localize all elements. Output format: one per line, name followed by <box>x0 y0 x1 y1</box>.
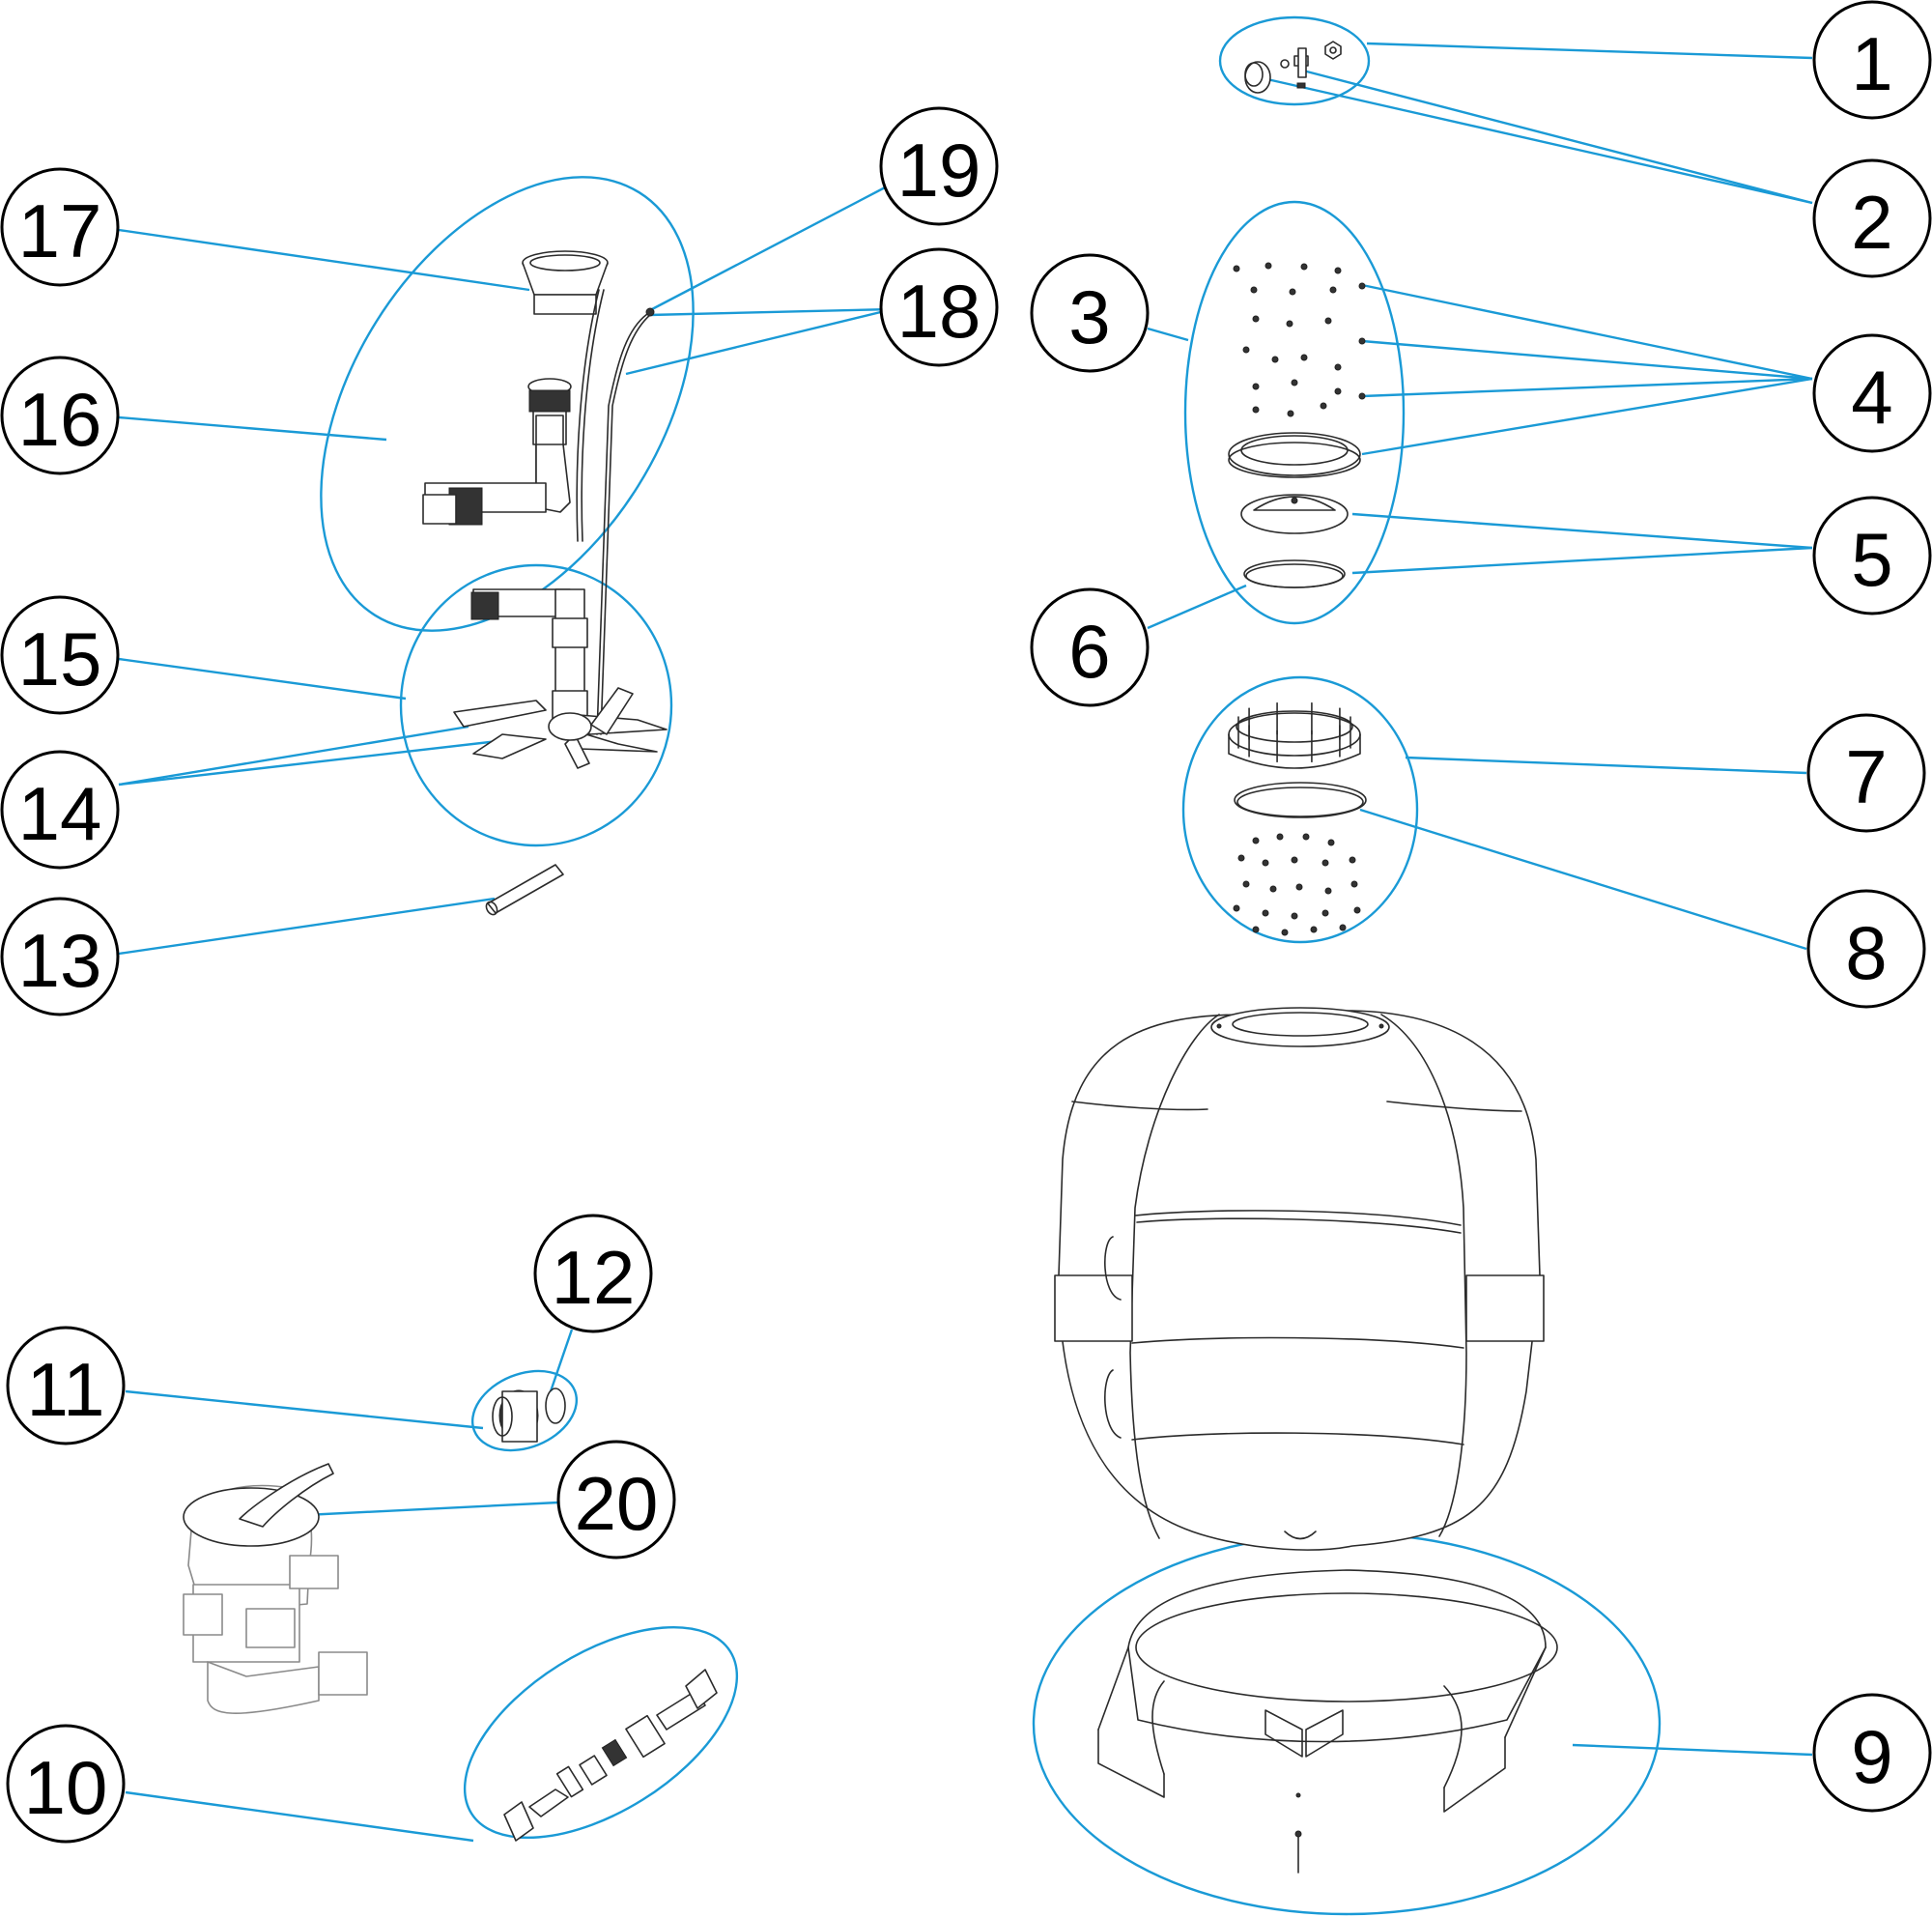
callout-label: 18 <box>897 269 981 354</box>
base-drawing <box>1097 1569 1558 1874</box>
callout-18: 18 <box>879 247 999 367</box>
callout-label: 13 <box>18 918 102 1003</box>
callout-label: 12 <box>552 1235 636 1320</box>
callout-11: 11 <box>6 1326 126 1445</box>
funnel-drawing <box>522 250 609 315</box>
callout-13: 13 <box>0 897 120 1016</box>
multiport-valve-drawing <box>183 1463 368 1714</box>
lateral-hub-drawing <box>453 588 668 769</box>
callouts: 1 2 3 4 5 6 7 8 9 10 11 12 13 14 15 16 1… <box>0 0 1932 1844</box>
callout-2: 2 <box>1812 158 1932 278</box>
lid-assembly-drawing <box>1228 262 1366 588</box>
callout-label: 20 <box>575 1461 659 1546</box>
callout-label: 16 <box>18 377 102 462</box>
callout-8: 8 <box>1806 889 1926 1009</box>
callout-16: 16 <box>0 356 120 475</box>
gauge-kit-drawing <box>503 1669 718 1842</box>
upper-pipe-drawing <box>422 289 605 542</box>
callout-label: 7 <box>1845 734 1887 819</box>
callout-label: 1 <box>1851 21 1892 106</box>
callout-label: 9 <box>1851 1714 1892 1799</box>
callout-17: 17 <box>0 167 120 287</box>
group-ellipse-7-8 <box>1181 675 1419 944</box>
callout-label: 14 <box>18 771 102 856</box>
callout-label: 19 <box>897 128 981 213</box>
callout-6: 6 <box>1030 587 1150 707</box>
callout-10: 10 <box>6 1724 126 1844</box>
vent-assembly-drawing <box>1244 41 1342 94</box>
group-ellipse-1-2 <box>1218 15 1371 106</box>
callout-label: 2 <box>1851 180 1892 265</box>
leader-lines <box>118 42 1813 1843</box>
callout-label: 5 <box>1851 517 1892 602</box>
neck-assembly-drawing <box>1228 701 1367 936</box>
union-drawing <box>492 1388 566 1443</box>
callout-label: 17 <box>18 188 102 273</box>
callout-20: 20 <box>556 1440 676 1559</box>
callout-4: 4 <box>1812 333 1932 453</box>
callout-19: 19 <box>879 106 999 226</box>
callout-label: 6 <box>1068 609 1110 694</box>
callout-1: 1 <box>1812 0 1932 120</box>
callout-3: 3 <box>1030 253 1150 373</box>
callout-label: 10 <box>24 1745 108 1830</box>
group-ellipse-10 <box>463 1625 739 1840</box>
callout-14: 14 <box>0 750 120 870</box>
group-ellipse-3 <box>1183 200 1406 625</box>
callout-label: 11 <box>27 1347 105 1432</box>
callout-label: 4 <box>1851 355 1892 440</box>
callout-label: 3 <box>1068 274 1110 359</box>
callout-15: 15 <box>0 595 120 715</box>
callout-9: 9 <box>1812 1693 1932 1813</box>
group-ellipse-15 <box>399 563 673 847</box>
callout-label: 15 <box>18 616 102 701</box>
air-rod-drawing <box>596 307 655 735</box>
group-ellipse-16 <box>320 176 695 632</box>
lateral-drawing <box>485 864 564 916</box>
group-ellipse-11-12 <box>470 1369 579 1452</box>
callout-12: 12 <box>533 1214 653 1333</box>
callout-7: 7 <box>1806 713 1926 833</box>
callout-label: 8 <box>1845 910 1887 995</box>
tank-body-drawing <box>1054 1007 1545 1551</box>
callout-5: 5 <box>1812 496 1932 615</box>
